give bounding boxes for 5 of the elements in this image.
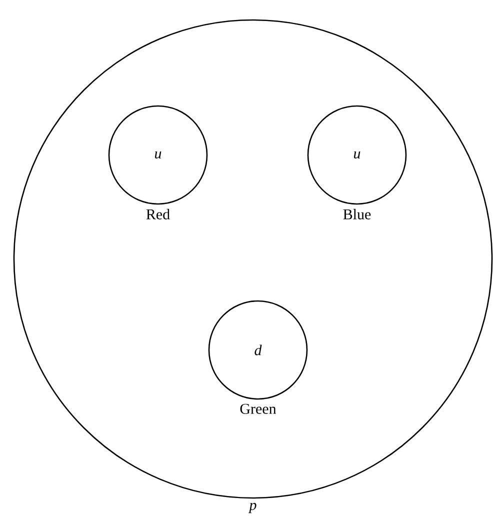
node-label: Blue <box>343 208 371 220</box>
node-label: p <box>248 502 256 514</box>
node-label: Red <box>146 208 170 220</box>
outer-circle <box>13 19 493 499</box>
node-label: Green <box>240 404 276 414</box>
